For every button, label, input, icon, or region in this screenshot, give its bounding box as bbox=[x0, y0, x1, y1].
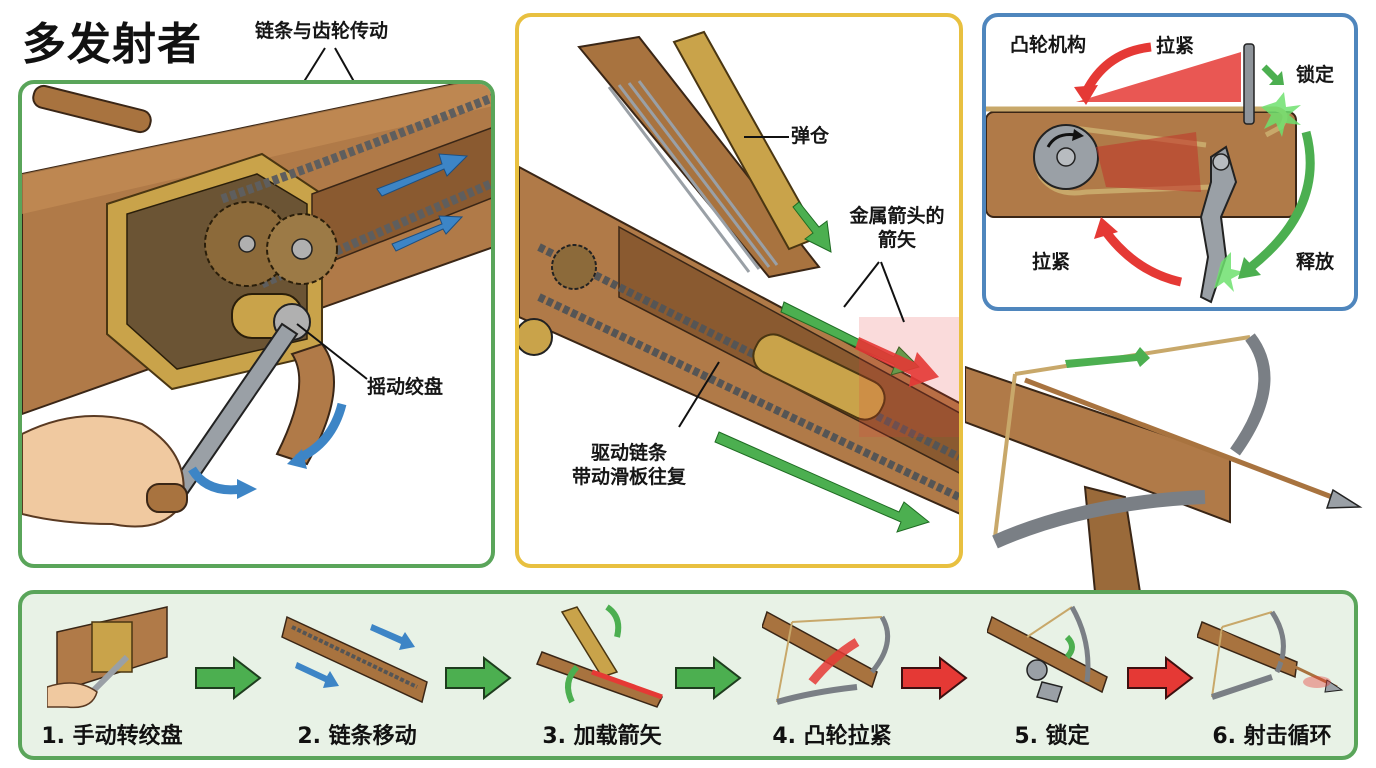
callout-arrows-line2: 箭矢 bbox=[877, 228, 916, 251]
step-3-illustration bbox=[536, 604, 664, 708]
arrow-fire-motion bbox=[855, 337, 939, 387]
callout-magazine: 弹仓 bbox=[791, 125, 830, 147]
magazine-panel: 弹仓 金属箭头的 箭矢 驱动链条 带动滑板往复 bbox=[515, 13, 963, 568]
slider-plate bbox=[752, 333, 886, 421]
chain-upper bbox=[220, 93, 491, 204]
magazine-illustration bbox=[519, 30, 959, 533]
cam-illustration bbox=[986, 42, 1315, 304]
callout-chain-line2: 带动滑板往复 bbox=[571, 465, 686, 488]
callout-chain-gear: 链条与齿轮传动 bbox=[255, 20, 389, 42]
page-title: 多发射者 bbox=[22, 19, 202, 70]
crank-rotation-arrow bbox=[188, 466, 243, 495]
step-4-label: 4. 凸轮拉紧 bbox=[772, 724, 892, 749]
step-2-illustration bbox=[281, 615, 428, 704]
trigger-lever bbox=[1199, 145, 1238, 304]
tension-bottom-arrow bbox=[1102, 229, 1183, 287]
drive-chain-upper bbox=[537, 243, 959, 461]
process-steps-panel: 1. 手动转绞盘 2. 链条移动 3. 加载箭矢 bbox=[18, 590, 1358, 760]
release-burst bbox=[1214, 252, 1244, 292]
crossbow-illustration bbox=[965, 333, 1363, 592]
arrow-head bbox=[1325, 488, 1363, 509]
flow-arrow-5-6 bbox=[1127, 656, 1194, 700]
flow-arrow-1-2 bbox=[195, 656, 262, 700]
sprocket bbox=[551, 244, 597, 290]
label-lock: 锁定 bbox=[1296, 64, 1335, 86]
step-4: 4. 凸轮拉紧 bbox=[747, 594, 917, 756]
gear-drive-illustration bbox=[22, 84, 491, 528]
step-5-illustration bbox=[987, 605, 1108, 703]
label-tension-bottom: 拉紧 bbox=[1032, 251, 1071, 273]
step-1-illustration bbox=[47, 606, 168, 709]
bow-limb-lower bbox=[992, 490, 1206, 549]
step-5: 5. 锁定 bbox=[972, 594, 1132, 756]
lock-burst bbox=[1261, 92, 1301, 137]
flow-arrow-2-3 bbox=[445, 656, 512, 700]
chain-motion-arrows bbox=[376, 153, 469, 252]
callout-metal-tipped-arrows: 金属箭头的 箭矢 bbox=[837, 205, 957, 253]
string-motion-arrow bbox=[1065, 347, 1150, 368]
cam-mechanism-panel: 凸轮机构 拉紧 锁定 拉紧 释放 bbox=[982, 13, 1358, 311]
feed-arrow bbox=[792, 201, 832, 253]
step-3-label: 3. 加载箭矢 bbox=[542, 724, 662, 749]
step-5-label: 5. 锁定 bbox=[1014, 724, 1090, 749]
lock-post bbox=[1243, 43, 1255, 125]
step-3: 3. 加载箭矢 bbox=[517, 594, 687, 756]
step-2-label: 2. 链条移动 bbox=[297, 724, 417, 749]
arrow-shaft bbox=[1024, 377, 1346, 505]
handle-peg bbox=[32, 84, 152, 134]
step-6-illustration bbox=[1197, 610, 1344, 700]
release-arrow bbox=[1248, 130, 1315, 271]
flow-arrow-4-5 bbox=[901, 656, 968, 700]
tension-top-arrow bbox=[1081, 42, 1152, 95]
callout-chain-line1: 驱动链条 bbox=[590, 442, 667, 464]
drive-chain-lower bbox=[537, 293, 959, 501]
step-6-label: 6. 射击循环 bbox=[1212, 724, 1332, 749]
bow-limb-upper bbox=[1230, 333, 1271, 456]
label-tension-top: 拉紧 bbox=[1156, 35, 1195, 57]
lock-arrow bbox=[1261, 64, 1279, 82]
step-1: 1. 手动转绞盘 bbox=[32, 594, 192, 756]
tension-wedge bbox=[1076, 52, 1241, 102]
step-4-illustration bbox=[762, 610, 891, 705]
step-2: 2. 链条移动 bbox=[267, 594, 447, 756]
slider-motion-arrow bbox=[714, 431, 931, 533]
callout-drive-chain: 驱动链条 带动滑板往复 bbox=[544, 442, 714, 490]
step-1-label: 1. 手动转绞盘 bbox=[41, 724, 183, 749]
callout-crank: 摇动绞盘 bbox=[367, 376, 444, 398]
callout-arrows-line1: 金属箭头的 bbox=[849, 205, 945, 227]
chain-lower bbox=[260, 178, 491, 289]
bowstring-lower bbox=[993, 373, 1017, 538]
label-release: 释放 bbox=[1296, 251, 1335, 273]
cam-panel-title: 凸轮机构 bbox=[1010, 34, 1087, 56]
gear-drive-panel: 摇动绞盘 bbox=[18, 80, 495, 568]
step-6: 6. 射击循环 bbox=[1192, 594, 1352, 756]
flow-arrow-3-4 bbox=[675, 656, 742, 700]
